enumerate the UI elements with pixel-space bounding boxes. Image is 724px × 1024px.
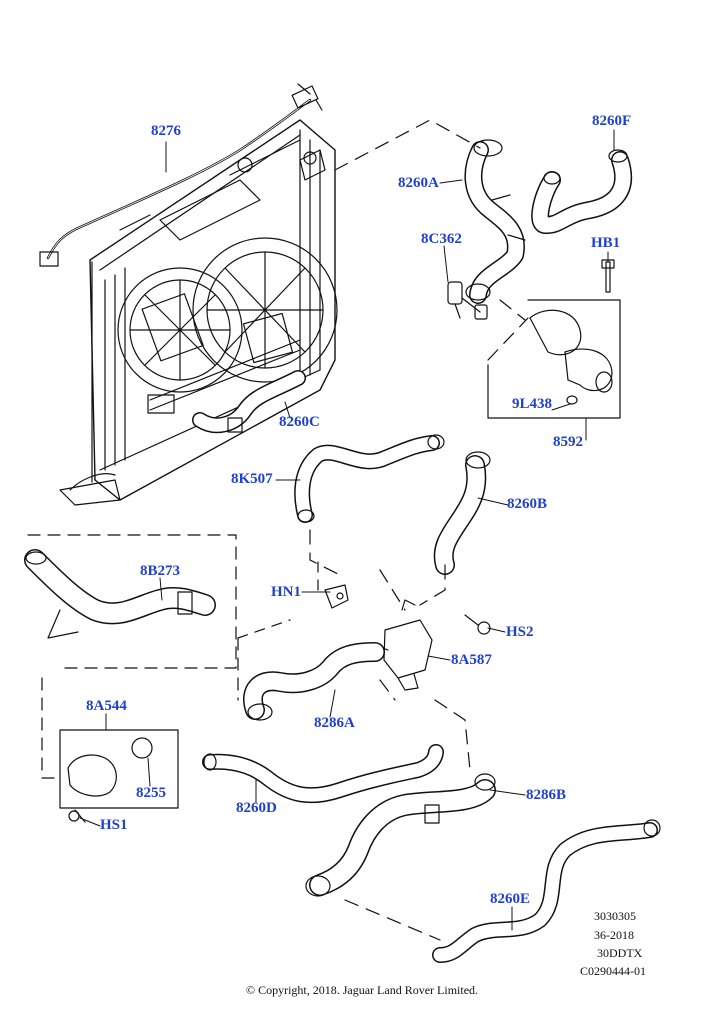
reference-illustration-id: C0290444-01 xyxy=(580,964,646,978)
callout-HS1[interactable]: HS1 xyxy=(100,817,128,833)
housing-8A587 xyxy=(374,599,433,691)
nut-HN1 xyxy=(324,584,349,609)
callout-8592[interactable]: 8592 xyxy=(553,434,583,450)
housing-8A544 xyxy=(41,677,179,823)
callout-8286B[interactable]: 8286B xyxy=(526,787,567,803)
hose-8260D xyxy=(202,744,444,804)
screw-HS2 xyxy=(464,614,491,635)
reference-model-code: 30DDTX xyxy=(597,946,643,960)
connection-lines xyxy=(309,119,529,941)
callout-8276[interactable]: 8276 xyxy=(151,123,181,139)
callout-8260F[interactable]: 8260F xyxy=(592,113,632,129)
reference-number: 3030305 xyxy=(594,909,636,923)
hose-8B273 xyxy=(24,534,237,669)
callout-8A587[interactable]: 8A587 xyxy=(451,652,492,668)
hose-8K507 xyxy=(294,434,445,523)
callout-8286A[interactable]: 8286A xyxy=(314,715,355,731)
callout-8A544[interactable]: 8A544 xyxy=(86,698,127,714)
callout-8260B[interactable]: 8260B xyxy=(507,496,548,512)
hose-8286B xyxy=(305,773,496,897)
callout-HS2[interactable]: HS2 xyxy=(506,624,534,640)
bolt-HB1 xyxy=(601,259,615,293)
reference-date: 36-2018 xyxy=(594,928,634,942)
callout-8260E[interactable]: 8260E xyxy=(490,891,531,907)
callout-HB1[interactable]: HB1 xyxy=(591,235,621,251)
callout-8B273[interactable]: 8B273 xyxy=(140,563,181,579)
hose-8260C xyxy=(192,370,306,434)
callout-HN1[interactable]: HN1 xyxy=(271,584,301,600)
hose-8260A xyxy=(464,139,526,304)
sensor-8C362 xyxy=(447,281,488,320)
hose-8260E xyxy=(432,819,661,963)
callout-8C362[interactable]: 8C362 xyxy=(421,231,462,247)
callout-8260D[interactable]: 8260D xyxy=(236,800,277,816)
hose-8260F xyxy=(531,149,633,234)
copyright-notice: © Copyright, 2018. Jaguar Land Rover Lim… xyxy=(245,983,479,997)
callout-9L438[interactable]: 9L438 xyxy=(512,396,553,412)
callout-8260C[interactable]: 8260C xyxy=(279,414,320,430)
hose-8286A xyxy=(237,561,385,721)
callout-8260A[interactable]: 8260A xyxy=(398,175,439,191)
leader-lines xyxy=(79,129,615,931)
breather-pipe xyxy=(39,83,323,267)
callout-8K507[interactable]: 8K507 xyxy=(231,471,273,487)
callout-8255[interactable]: 8255 xyxy=(136,785,166,801)
housing-8592 xyxy=(487,299,621,419)
hose-8260B xyxy=(433,451,491,575)
radiator-assembly xyxy=(59,119,338,506)
